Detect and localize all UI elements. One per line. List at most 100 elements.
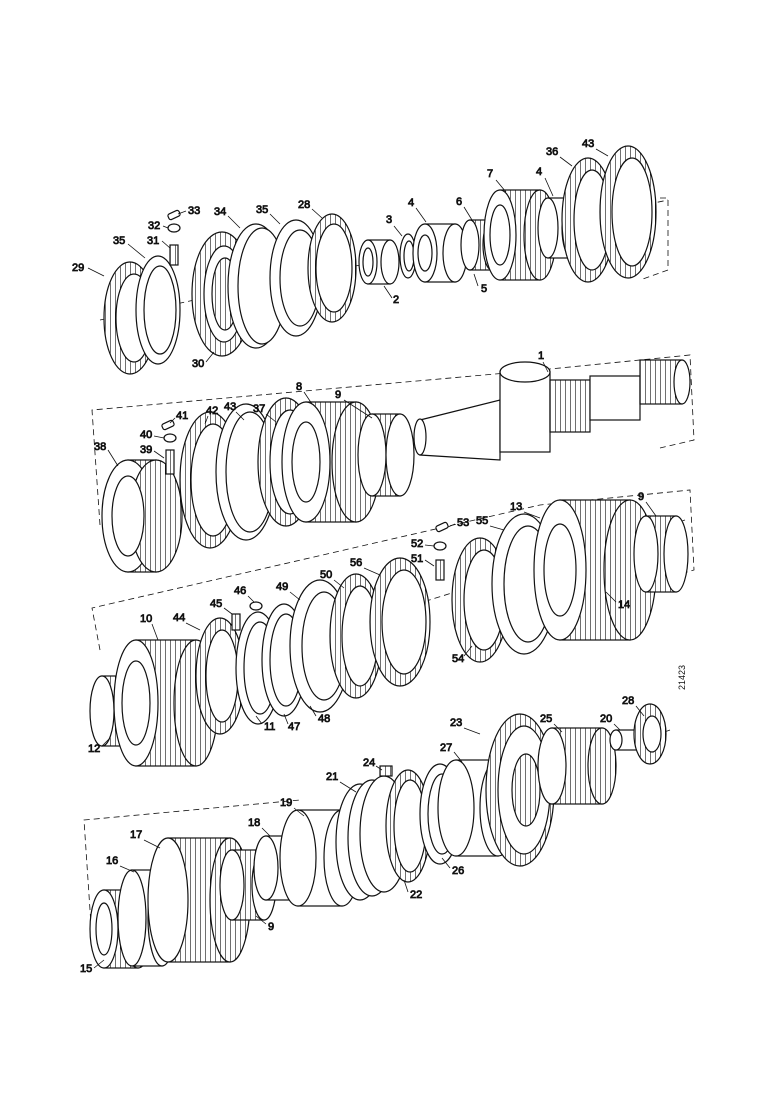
callout-52: 52 <box>411 538 423 550</box>
part-44-synchro-ring <box>195 617 245 735</box>
callout-46: 46 <box>234 585 246 597</box>
part-32-detent <box>167 223 181 233</box>
callout-28: 28 <box>298 199 310 211</box>
callout-55: 55 <box>476 515 488 527</box>
callout-14: 14 <box>618 599 630 611</box>
row3-bracket <box>91 489 695 651</box>
callout-28-r4: 28 <box>622 695 634 707</box>
part-2-bushing <box>358 239 400 285</box>
callout-16: 16 <box>106 855 118 867</box>
row1-labels: 29 35 31 32 33 34 35 28 30 3 4 2 6 5 7 4… <box>72 138 609 370</box>
callout-34: 34 <box>214 206 226 218</box>
callout-9-r4: 9 <box>268 921 274 933</box>
callout-26: 26 <box>452 865 464 877</box>
callout-15: 15 <box>80 963 92 975</box>
callout-27: 27 <box>440 742 452 754</box>
part-1-mainshaft <box>413 359 691 461</box>
callout-13: 13 <box>510 501 522 513</box>
row2-labels: 38 39 40 41 42 43 37 8 9 1 <box>94 350 549 467</box>
part-9-needle-bearing <box>357 413 415 497</box>
callout-4b: 4 <box>536 166 542 178</box>
callout-1: 1 <box>538 350 544 362</box>
callout-19: 19 <box>280 797 292 809</box>
callout-7: 7 <box>487 168 493 180</box>
callout-43-r2: 43 <box>224 401 236 413</box>
row3-labels: 10 44 45 46 49 50 56 52 53 51 55 13 9 14… <box>88 491 657 755</box>
callout-45: 45 <box>210 598 222 610</box>
callout-25: 25 <box>540 713 552 725</box>
callout-39: 39 <box>140 444 152 456</box>
callout-21: 21 <box>326 771 338 783</box>
callout-2: 2 <box>393 294 399 306</box>
callout-18: 18 <box>248 817 260 829</box>
part-40-detent <box>163 433 177 443</box>
part-28-nut <box>633 703 667 765</box>
callout-12: 12 <box>88 743 100 755</box>
callout-9-r2: 9 <box>335 389 341 401</box>
callout-22: 22 <box>410 889 422 901</box>
callout-6: 6 <box>456 196 462 208</box>
part-53-key <box>435 521 449 533</box>
part-35-ring <box>135 255 181 365</box>
callout-3: 3 <box>386 214 392 226</box>
part-51-spring <box>435 559 445 581</box>
callout-41: 41 <box>176 410 188 422</box>
callout-35a: 35 <box>113 235 125 247</box>
part-46-detent <box>249 601 263 611</box>
part-31-spring <box>169 244 179 266</box>
callout-35b: 35 <box>256 204 268 216</box>
callout-24: 24 <box>363 757 375 769</box>
callout-11: 11 <box>264 721 275 733</box>
callout-32: 32 <box>148 220 160 232</box>
callout-20: 20 <box>600 713 612 725</box>
part-50-ring <box>329 573 383 699</box>
part-23-reverse-gear <box>485 713 555 867</box>
callout-4a: 4 <box>408 197 414 209</box>
part-39-spring <box>165 449 175 475</box>
callout-17: 17 <box>130 829 142 841</box>
part-19-synchro-hub <box>279 809 361 907</box>
figure-reference-number: 21423 <box>677 665 687 690</box>
row1-bracket <box>639 197 669 281</box>
row2-assembly <box>91 354 695 573</box>
callout-44: 44 <box>173 612 185 624</box>
callout-33: 33 <box>188 205 200 217</box>
part-56-synchro-ring <box>369 557 431 687</box>
callout-48: 48 <box>318 713 330 725</box>
row3-assembly <box>89 489 695 767</box>
callout-42: 42 <box>206 405 218 417</box>
part-52-detent <box>433 541 447 551</box>
row4-assembly <box>83 703 671 969</box>
callout-47: 47 <box>288 721 300 733</box>
part-22-ring <box>385 769 431 883</box>
callout-49: 49 <box>276 581 288 593</box>
callout-37: 37 <box>253 403 265 415</box>
part-43-ring <box>599 145 657 279</box>
callout-30: 30 <box>192 358 204 370</box>
callout-53: 53 <box>457 517 469 529</box>
callout-29: 29 <box>72 262 84 274</box>
callout-54: 54 <box>452 653 464 665</box>
part-3-washer <box>399 233 417 279</box>
callout-5: 5 <box>481 283 487 295</box>
part-45-spring <box>231 613 241 631</box>
part-4-bearing <box>412 223 468 283</box>
callout-8: 8 <box>296 381 302 393</box>
part-21-synchro-sleeve <box>335 775 409 901</box>
row4-labels: 23 28 25 20 27 24 21 19 18 17 16 26 22 9… <box>80 695 645 975</box>
row2-bracket <box>91 354 695 526</box>
part-25-gear <box>537 727 617 805</box>
callout-23: 23 <box>450 717 462 729</box>
part-41-key <box>161 419 175 431</box>
row4-bracket <box>83 799 301 941</box>
callout-56: 56 <box>350 557 362 569</box>
callout-40: 40 <box>140 429 152 441</box>
callout-38: 38 <box>94 441 106 453</box>
part-33-key <box>167 209 181 221</box>
callout-31: 31 <box>147 235 159 247</box>
callout-43: 43 <box>582 138 594 150</box>
part-28-synchro-ring <box>307 213 357 323</box>
callout-9-r3: 9 <box>638 491 644 503</box>
callout-51: 51 <box>411 553 423 565</box>
callout-10: 10 <box>140 613 152 625</box>
